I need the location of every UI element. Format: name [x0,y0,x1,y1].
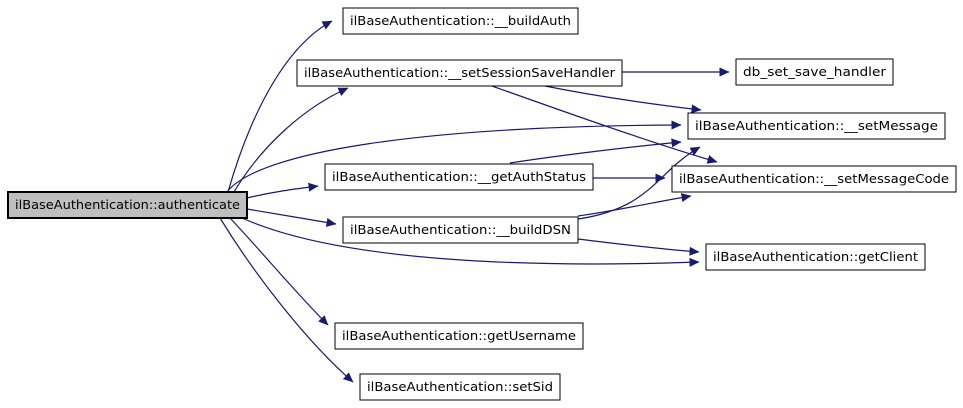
node-label-dbSetSaveHandler: db_set_save_handler [743,65,886,79]
node-buildAuth[interactable]: ilBaseAuthentication::__buildAuth [342,7,579,35]
node-box-buildDSN[interactable] [342,216,579,244]
edge-authenticate-to-getUsername [229,217,329,326]
node-authenticate: ilBaseAuthentication::authenticate [7,191,248,219]
node-box-dbSetSaveHandler[interactable] [735,58,894,86]
node-label-buildDSN: ilBaseAuthentication::__buildDSN [350,223,571,237]
node-label-getClient: ilBaseAuthentication::getClient [713,250,918,264]
node-getClient[interactable]: ilBaseAuthentication::getClient [705,243,926,271]
node-setMessageCode[interactable]: ilBaseAuthentication::__setMessageCode [671,165,957,193]
node-label-authenticate: ilBaseAuthentication::authenticate [15,198,240,212]
node-label-getUsername: ilBaseAuthentication::getUsername [342,329,576,343]
node-label-setSid: ilBaseAuthentication::setSid [367,380,553,394]
edge-getAuthStatus-to-setMessage [509,138,682,164]
node-getUsername[interactable]: ilBaseAuthentication::getUsername [334,322,584,350]
edge-authenticate-to-getAuthStatus [246,182,319,199]
edge-authenticate-to-buildAuth [227,20,333,193]
node-label-setMessage: ilBaseAuthentication::__setMessage [695,119,938,133]
node-box-authenticate [7,191,248,219]
edge-buildDSN-to-getClient [577,238,700,256]
node-label-buildAuth: ilBaseAuthentication::__buildAuth [350,14,571,28]
node-box-setSid[interactable] [359,373,561,401]
edge-authenticate-to-setSid [219,217,354,383]
node-setSid[interactable]: ilBaseAuthentication::setSid [359,373,561,401]
edge-setSessionSaveHandler-to-setMessage [544,85,702,114]
edge-authenticate-to-setSessionSaveHandler [233,87,349,193]
node-box-setSessionSaveHandler[interactable] [296,59,623,87]
node-box-getClient[interactable] [705,243,926,271]
nodes-layer: ilBaseAuthentication::authenticateilBase… [7,7,957,401]
node-box-getAuthStatus[interactable] [324,163,594,191]
node-getAuthStatus[interactable]: ilBaseAuthentication::__getAuthStatus [324,163,594,191]
node-box-buildAuth[interactable] [342,7,579,35]
edge-authenticate-to-getClient [241,217,700,267]
node-setSessionSaveHandler[interactable]: ilBaseAuthentication::__setSessionSaveHa… [296,59,623,87]
node-dbSetSaveHandler[interactable]: db_set_save_handler [735,58,894,86]
node-label-getAuthStatus: ilBaseAuthentication::__getAuthStatus [332,170,586,184]
edges-layer [219,20,730,383]
node-label-setMessageCode: ilBaseAuthentication::__setMessageCode [679,172,949,186]
node-box-setMessageCode[interactable] [671,165,957,193]
edge-buildDSN-to-setMessage [577,146,701,220]
edge-authenticate-to-buildDSN [246,208,337,227]
node-box-getUsername[interactable] [334,322,584,350]
edge-authenticate-to-setMessage [226,120,682,193]
edge-buildDSN-to-setMessageCode [577,193,692,217]
node-label-setSessionSaveHandler: ilBaseAuthentication::__setSessionSaveHa… [304,66,615,80]
node-buildDSN[interactable]: ilBaseAuthentication::__buildDSN [342,216,579,244]
node-setMessage[interactable]: ilBaseAuthentication::__setMessage [687,112,946,140]
node-box-setMessage[interactable] [687,112,946,140]
